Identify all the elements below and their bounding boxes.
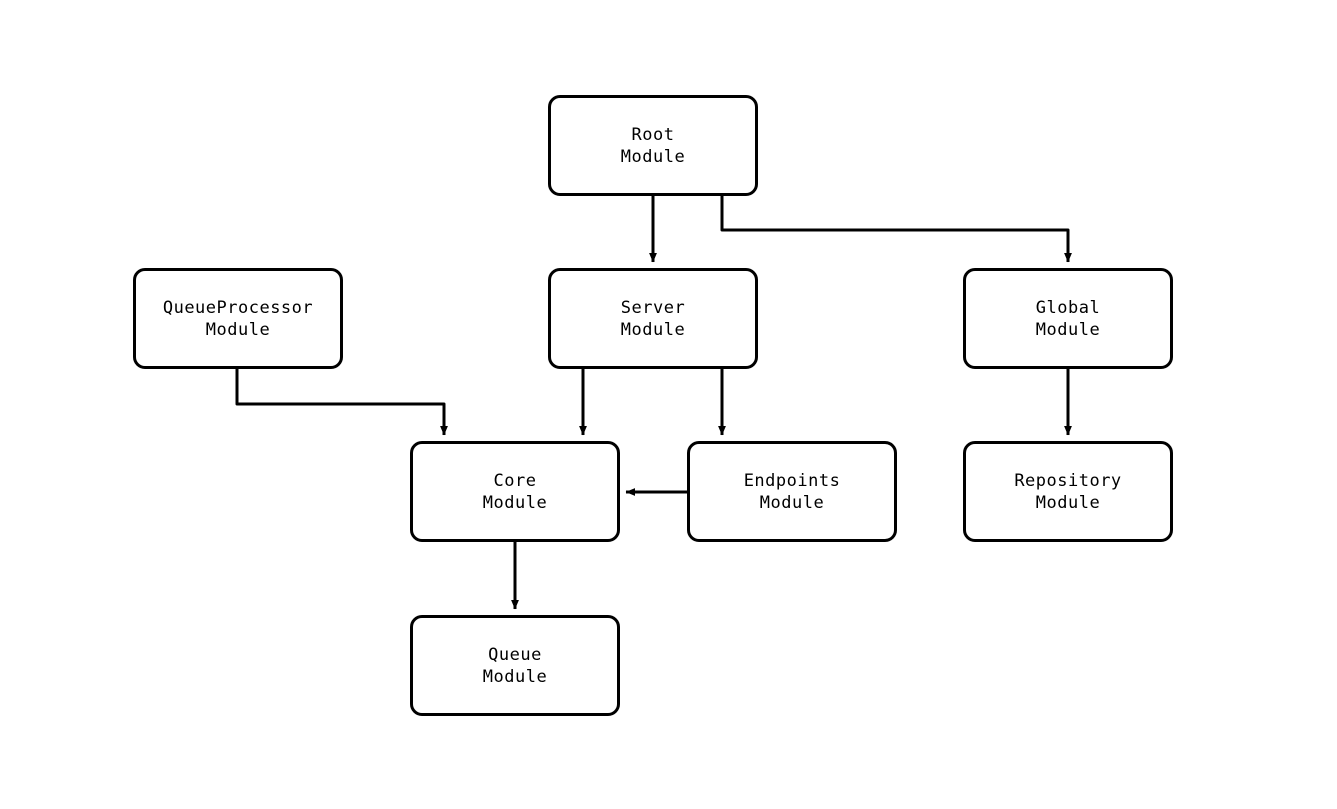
node-endpoints-name: Endpoints: [743, 470, 841, 491]
node-queueprocessor-name: QueueProcessor: [162, 297, 314, 318]
node-root-name: Root: [631, 124, 675, 145]
node-repository-suffix: Module: [1035, 492, 1101, 513]
node-endpoints-suffix: Module: [759, 492, 825, 513]
edge-root-to-global: [720, 196, 1072, 263]
node-queue-suffix: Module: [482, 666, 548, 687]
node-root-suffix: Module: [620, 146, 686, 167]
node-server-name: Server: [620, 297, 686, 318]
node-global-suffix: Module: [1035, 319, 1101, 340]
node-server-suffix: Module: [620, 319, 686, 340]
node-queue-name: Queue: [488, 644, 542, 665]
node-core-name: Core: [493, 470, 537, 491]
node-core-suffix: Module: [482, 492, 548, 513]
node-repository-name: Repository: [1014, 470, 1122, 491]
edge-group: [235, 196, 1072, 610]
node-queueprocessor-suffix: Module: [205, 319, 271, 340]
node-global-name: Global: [1035, 297, 1101, 318]
edge-queueprocessor-to-core: [235, 369, 448, 436]
